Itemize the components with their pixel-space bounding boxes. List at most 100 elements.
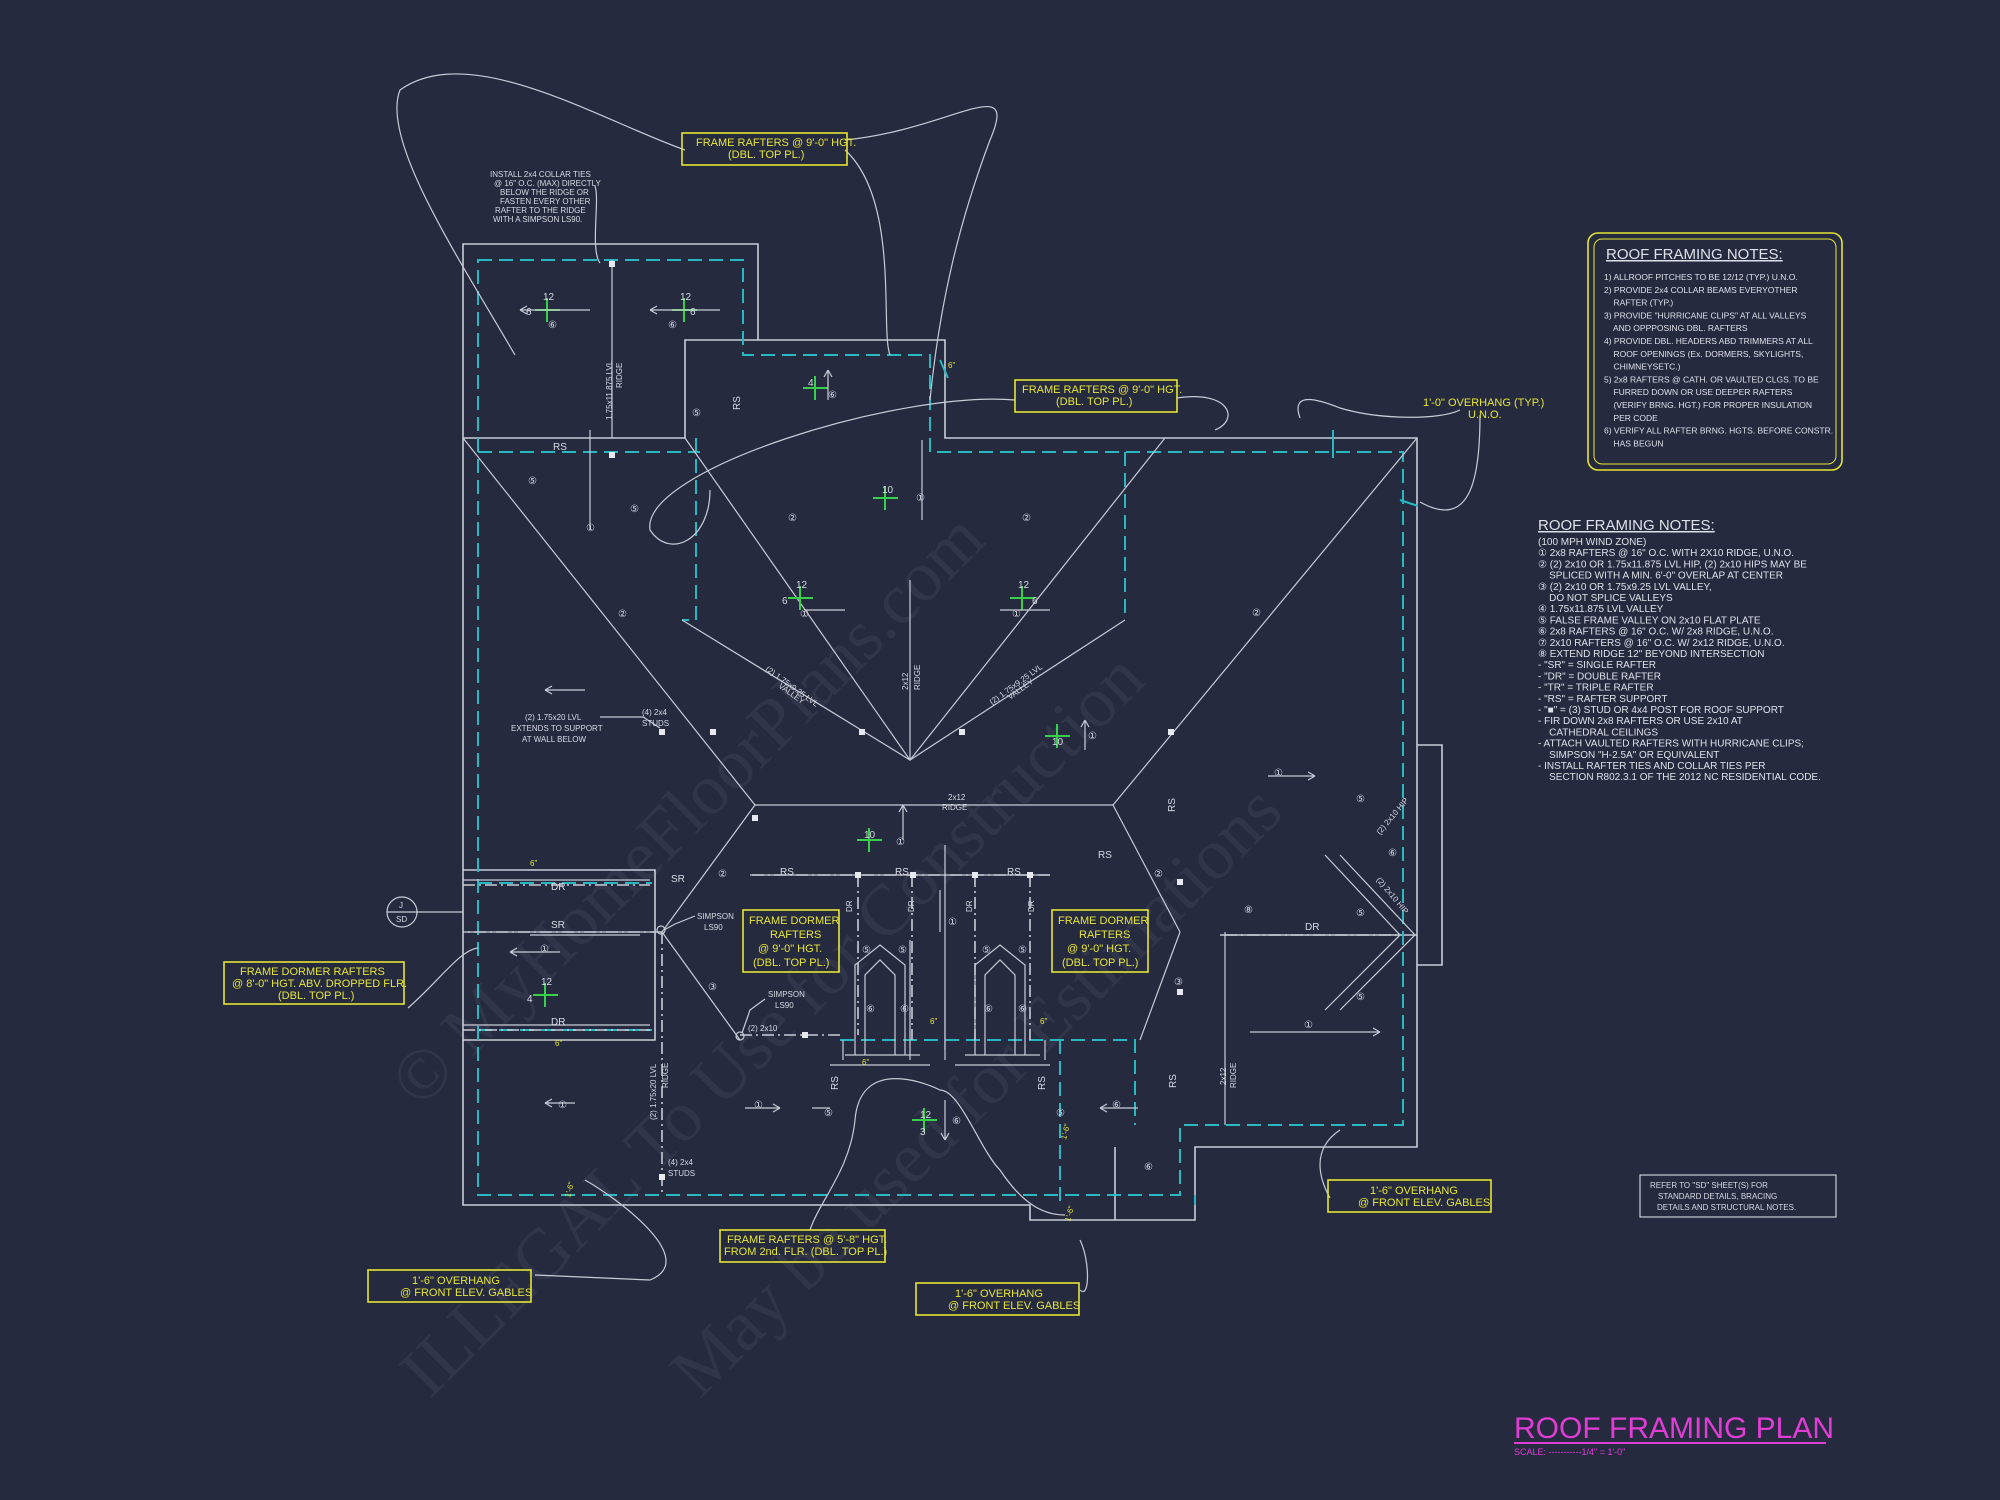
circle-number: ⑥	[668, 320, 677, 331]
circle-number: ⑤	[528, 476, 537, 487]
rs-label: RS	[830, 1076, 841, 1090]
svg-text:RAFTERS: RAFTERS	[1079, 929, 1130, 941]
pitch-label: 12	[541, 977, 553, 988]
circle-number: ⑥	[952, 1116, 961, 1127]
dim-label: 1'-6"	[563, 1181, 576, 1199]
svg-text:@ FRONT ELEV. GABLES: @ FRONT ELEV. GABLES	[1358, 1197, 1490, 1209]
section-tag: J SD	[386, 896, 463, 928]
circle-number: ⑥	[1388, 848, 1397, 859]
notes-box-items: 1) ALLROOF PITCHES TO BE 12/12 (TYP.) U.…	[1604, 272, 1833, 448]
pitch-symbols: 12 6 12 6 4 10 12 6 12 6 10 10 12 4 12 3	[526, 292, 1070, 1138]
callout-frame-top-2: FRAME RAFTERS @ 9'-0" HGT. (DBL. TOP PL.…	[1014, 379, 1182, 413]
circled-numbers: ⑥ ⑥ ⑥ ⑤ ⑤ ⑤ ① ① ② ② ② ② ① ① ① ① ① ① ① ② …	[528, 320, 1397, 1173]
circle-number: ①	[540, 944, 549, 955]
leader-line	[741, 998, 766, 1034]
ridge-lvl-label: 1.75x11.875 LVL	[605, 360, 614, 420]
circle-number: ⑥	[866, 1004, 875, 1015]
note-line: 2) PROVIDE 2x4 COLLAR BEAMS EVERYOTHER	[1604, 285, 1798, 295]
note-line: - "DR" = DOUBLE RAFTER	[1538, 671, 1661, 682]
roof-framing-notes-list: ROOF FRAMING NOTES: (100 MPH WIND ZONE)①…	[1538, 517, 1821, 783]
note-line: RAFTER (TYP.)	[1604, 298, 1673, 308]
note-line: - "TR" = TRIPLE RAFTER	[1538, 683, 1654, 694]
note-line: CHIMNEYSETC.)	[1604, 362, 1681, 372]
collar-tie-note: INSTALL 2x4 COLLAR TIES @ 16" O.C. (MAX)…	[490, 170, 601, 224]
callout-dormer-right: FRAME DORMER RAFTERS @ 9'-0" HGT. (DBL. …	[1051, 909, 1149, 973]
note-line: ROOF OPENINGS (Ex. DORMERS, SKYLIGHTS,	[1604, 349, 1803, 359]
circle-number: ②	[618, 609, 627, 620]
note-line: SIMPSON "H-2.5A" OR EQUIVALENT	[1538, 750, 1719, 761]
dr-label: DR	[845, 900, 854, 912]
svg-text:FROM 2nd. FLR. (DBL. TOP PL.): FROM 2nd. FLR. (DBL. TOP PL.)	[724, 1246, 887, 1258]
svg-text:@ 9'-0" HGT.: @ 9'-0" HGT.	[1067, 943, 1131, 955]
circle-number: ①	[754, 1100, 763, 1111]
section-tag-sheet: SD	[396, 915, 407, 924]
svg-text:STANDARD DETAILS, BRACING: STANDARD DETAILS, BRACING	[1658, 1192, 1777, 1201]
circle-number: ②	[1252, 608, 1261, 619]
svg-text:(DBL. TOP PL.): (DBL. TOP PL.)	[1062, 957, 1138, 969]
circle-number: ⑤	[862, 945, 871, 956]
svg-text:1'-6" OVERHANG: 1'-6" OVERHANG	[955, 1288, 1043, 1300]
circle-number: ⑥	[828, 390, 837, 401]
dimension-marks: 6" 6" 6" 6" 6" 6" 1'-6" 1'-6" 1'-6"	[530, 359, 1419, 1223]
circle-number: ⑥	[900, 1004, 909, 1015]
callout-frame-top-1: FRAME RAFTERS @ 9'-0" HGT. (DBL. TOP PL.…	[681, 132, 856, 166]
pitch-label: 6	[690, 307, 696, 318]
ridge-2x12-label: 2x12	[1219, 1067, 1228, 1085]
svg-text:FRAME RAFTERS @ 9'-0" HGT.: FRAME RAFTERS @ 9'-0" HGT.	[1022, 384, 1182, 396]
collar-note-line: BELOW THE RIDGE OR	[500, 188, 589, 197]
svg-text:DETAILS AND STRUCTURAL NOTES.: DETAILS AND STRUCTURAL NOTES.	[1657, 1203, 1796, 1212]
dim-label: 6"	[1040, 1017, 1047, 1026]
simpson-note: SIMPSON	[768, 990, 805, 999]
ridge-2x12-label: 2x12	[948, 793, 966, 802]
scale-text: SCALE: -----------1/4" = 1'-0"	[1514, 1447, 1625, 1457]
pitch-label: 12	[920, 1110, 932, 1121]
circle-number: ①	[948, 917, 957, 928]
lvl-support-note: EXTENDS TO SUPPORT	[511, 724, 603, 733]
note-line: ① 2x8 RAFTERS @ 16" O.C. WITH 2X10 RIDGE…	[1538, 548, 1794, 559]
note-line: 4) PROVIDE DBL. HEADERS ABD TRIMMERS AT …	[1604, 336, 1813, 346]
collar-note-line: WITH A SIMPSON LS90.	[493, 215, 582, 224]
note-line: - "■" = (3) STUD OR 4x4 POST FOR ROOF SU…	[1538, 705, 1784, 716]
callout-overhang-typ: 1'-0" OVERHANG (TYP.) U.N.O.	[1423, 397, 1544, 421]
circle-number: ①	[558, 1100, 567, 1111]
collar-note-line: INSTALL 2x4 COLLAR TIES	[490, 170, 591, 179]
note-line: ⑧ EXTEND RIDGE 12" BEYOND INTERSECTION	[1538, 649, 1764, 660]
lvl-support-note: (2) 1.75x20 LVL	[525, 713, 582, 722]
studs-note: STUDS	[642, 719, 669, 728]
pitch-label: 4	[808, 378, 814, 389]
svg-text:@ 8'-0" HGT. ABV. DROPPED FLR.: @ 8'-0" HGT. ABV. DROPPED FLR.	[232, 978, 407, 990]
note-line: CATHEDRAL CEILINGS	[1538, 727, 1658, 738]
pitch-label: 10	[882, 485, 894, 496]
svg-text:@ FRONT ELEV. GABLES: @ FRONT ELEV. GABLES	[948, 1300, 1080, 1312]
framing-lines	[462, 260, 1418, 1195]
note-line: (VERIFY BRNG. HGT.) FOR PROPER INSULATIO…	[1604, 400, 1812, 410]
svg-text:U.N.O.: U.N.O.	[1468, 409, 1502, 421]
pitch-label: 10	[1052, 737, 1064, 748]
notes-list-title: ROOF FRAMING NOTES:	[1538, 517, 1715, 534]
callout-overhang-left: 1'-6" OVERHANG @ FRONT ELEV. GABLES	[367, 1269, 532, 1303]
rs-label: RS	[553, 442, 567, 453]
circle-number: ①	[1304, 1020, 1313, 1031]
notes-list-items: (100 MPH WIND ZONE)① 2x8 RAFTERS @ 16" O…	[1538, 537, 1821, 783]
note-line: ⑥ 2x8 RAFTERS @ 16" O.C. W/ 2x8 RIDGE, U…	[1538, 627, 1774, 638]
dim-label: 1'-6"	[1063, 1205, 1076, 1223]
notes-box-title: ROOF FRAMING NOTES:	[1606, 246, 1783, 263]
svg-text:FRAME RAFTERS @ 5'-8" HGT.: FRAME RAFTERS @ 5'-8" HGT.	[727, 1234, 887, 1246]
title-text: ROOF FRAMING PLAN	[1514, 1412, 1834, 1445]
lvl-ridge-bottom-label: (2) 1.75x20 LVL	[649, 1063, 658, 1120]
circle-number: ③	[1174, 977, 1183, 988]
circle-number: ②	[788, 513, 797, 524]
sr-label: SR	[671, 874, 685, 885]
dim-label: 6"	[555, 1039, 562, 1048]
circle-number: ②	[718, 869, 727, 880]
circle-number: ①	[800, 609, 809, 620]
svg-text:FRAME DORMER: FRAME DORMER	[1058, 915, 1149, 927]
dr-label: DR	[551, 882, 565, 893]
note-line: - ATTACH VAULTED RAFTERS WITH HURRICANE …	[1538, 739, 1804, 750]
svg-text:@ FRONT ELEV. GABLES: @ FRONT ELEV. GABLES	[400, 1287, 532, 1299]
drawing-title: ROOF FRAMING PLAN SCALE: -----------1/4"…	[1514, 1412, 1834, 1457]
collar-note-line: @ 16" O.C. (MAX) DIRECTLY	[494, 179, 601, 188]
note-line: SECTION R802.3.1 OF THE 2012 NC RESIDENT…	[1538, 772, 1821, 783]
studs-note: (4) 2x4	[668, 1158, 693, 1167]
